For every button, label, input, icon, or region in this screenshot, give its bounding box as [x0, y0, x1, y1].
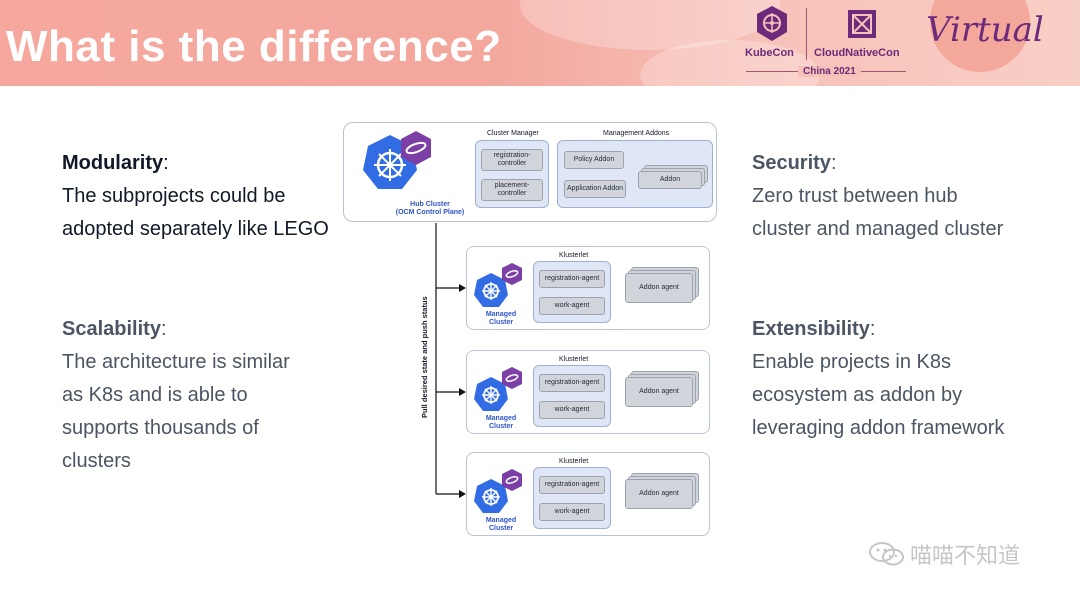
kubecon-icon	[757, 6, 787, 41]
architecture-diagram: Hub Cluster(OCM Control Plane) Cluster M…	[340, 120, 720, 540]
feature-extensibility: Extensibility: Enable projects in K8s ec…	[752, 313, 1004, 445]
registration-controller-chip: registration-controller	[481, 149, 543, 171]
addon-chip: Addon	[638, 171, 702, 189]
feature-line: The subprojects could be	[62, 185, 286, 207]
feature-security: Security: Zero trust between hub cluster…	[752, 147, 1003, 246]
feature-line: clusters	[62, 450, 131, 472]
feature-modularity: Modularity: The subprojects could be ado…	[62, 147, 329, 246]
arrow-label: Pull desired state and push status	[420, 296, 429, 418]
feature-heading: Modularity:	[62, 152, 169, 174]
page-title: What is the difference?	[6, 22, 502, 71]
management-addons-panel: Policy Addon Application Addon Addon	[557, 140, 713, 208]
addon-agent-chip: Addon agent	[625, 377, 693, 407]
feature-line: supports thousands of	[62, 417, 259, 439]
kubecon-logo: KubeCon CloudNativeCon China 2021	[740, 2, 940, 82]
registration-agent-chip: registration-agent	[539, 374, 605, 392]
feature-line: Enable projects in K8s	[752, 351, 952, 373]
watermark: 喵喵不知道	[868, 538, 1020, 570]
event-label: China 2021	[798, 66, 861, 77]
managed-cluster-logos-icon	[474, 367, 522, 411]
hub-logos-icon	[363, 131, 431, 189]
feature-line: as K8s and is able to	[62, 384, 248, 406]
klusterlet-panel: registration-agent work-agent	[533, 467, 611, 529]
feature-heading: Security:	[752, 152, 837, 174]
cluster-manager-panel: registration-controller placement-contro…	[475, 140, 549, 208]
application-addon-chip: Application Addon	[564, 180, 626, 198]
policy-addon-chip: Policy Addon	[564, 151, 624, 169]
watermark-text: 喵喵不知道	[910, 544, 1021, 569]
wechat-icon	[869, 542, 904, 566]
hub-cluster-box: Hub Cluster(OCM Control Plane) Cluster M…	[343, 122, 717, 222]
header-banner: What is the difference? KubeCon CloudNat…	[0, 0, 1080, 86]
registration-agent-chip: registration-agent	[539, 270, 605, 288]
feature-heading: Scalability:	[62, 318, 167, 340]
klusterlet-panel: registration-agent work-agent	[533, 365, 611, 427]
klusterlet-label: Klusterlet	[559, 252, 589, 259]
work-agent-chip: work-agent	[539, 503, 605, 521]
klusterlet-label: Klusterlet	[559, 356, 589, 363]
hub-cluster-label: Hub Cluster(OCM Control Plane)	[395, 201, 465, 216]
managed-cluster-logos-icon	[474, 263, 522, 307]
work-agent-chip: work-agent	[539, 401, 605, 419]
feature-scalability: Scalability: The architecture is similar…	[62, 313, 290, 478]
addon-agent-chip: Addon agent	[625, 273, 693, 303]
managed-cluster-logos-icon	[474, 469, 522, 513]
feature-line: Zero trust between hub	[752, 185, 958, 207]
feature-line: ecosystem as addon by	[752, 384, 963, 406]
cloudnativecon-icon	[848, 10, 876, 38]
registration-agent-chip: registration-agent	[539, 476, 605, 494]
cluster-manager-label: Cluster Manager	[487, 130, 539, 137]
klusterlet-panel: registration-agent work-agent	[533, 261, 611, 323]
feature-line: leveraging addon framework	[752, 417, 1005, 439]
feature-line: adopted separately like LEGO	[62, 218, 329, 240]
cloudnativecon-label: CloudNativeCon	[814, 47, 900, 59]
klusterlet-label: Klusterlet	[559, 458, 589, 465]
management-addons-label: Management Addons	[603, 130, 670, 137]
feature-line: The architecture is similar	[62, 351, 290, 373]
feature-line: cluster and managed cluster	[752, 218, 1004, 240]
kubecon-label: KubeCon	[745, 47, 794, 59]
addon-agent-chip: Addon agent	[625, 479, 693, 509]
work-agent-chip: work-agent	[539, 297, 605, 315]
placement-controller-chip: placement-controller	[481, 179, 543, 201]
virtual-label: Virtual	[926, 10, 1044, 50]
connector-arrows	[435, 223, 466, 498]
feature-heading: Extensibility:	[752, 318, 876, 340]
logo-divider	[806, 8, 807, 60]
